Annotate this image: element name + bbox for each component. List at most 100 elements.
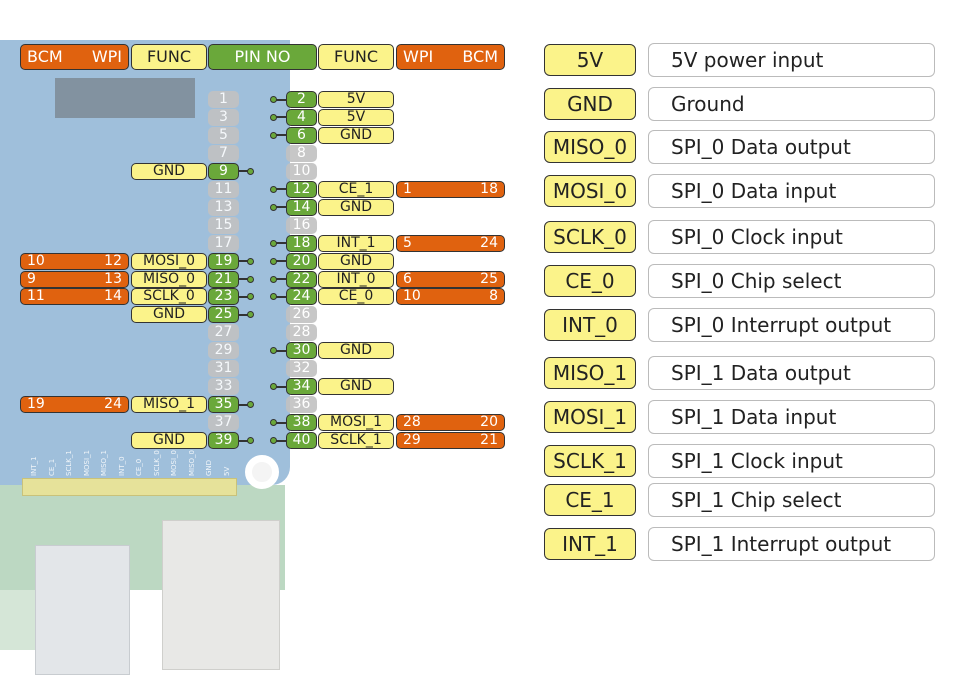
board-silk-label: INT_1 xyxy=(30,456,38,476)
pin-connector xyxy=(276,134,286,137)
pin-header-dot xyxy=(270,383,277,391)
header-left-bcm-wpi: BCM WPI xyxy=(20,44,129,70)
header-left-wpi: WPI xyxy=(91,47,122,66)
pin-bcm: 11 xyxy=(27,288,45,305)
pin-19: 19 xyxy=(208,252,239,270)
header-left-func: FUNC xyxy=(131,44,207,70)
header-left-bcm: BCM xyxy=(27,47,63,66)
pin-8: 8 xyxy=(286,144,317,162)
pin-connector xyxy=(276,295,286,298)
board-silk-label: MISO_1 xyxy=(100,449,108,476)
pin-header-dot xyxy=(270,96,277,103)
pin-header-dot xyxy=(270,347,277,355)
pin-23: 23 xyxy=(208,288,239,306)
pin-connector xyxy=(276,242,286,245)
legend-signal-description: Ground xyxy=(648,87,935,121)
pin-30: 30 xyxy=(286,342,317,360)
pin-3: 3 xyxy=(208,108,239,126)
pin-func-12: CE_1 xyxy=(318,180,394,198)
legend-signal-description: SPI_1 Data input xyxy=(648,400,935,434)
pin-func-4: 5V xyxy=(318,108,394,126)
legend-signal-description: SPI_1 Clock input xyxy=(648,444,935,478)
pin-func-9: GND xyxy=(131,162,207,180)
pin-10: 10 xyxy=(286,162,317,180)
legend-signal-description: SPI_0 Interrupt output xyxy=(648,308,935,342)
pin-35: 35 xyxy=(208,396,239,414)
legend-signal-name: 5V xyxy=(544,44,636,76)
pin-func-23: SCLK_0 xyxy=(131,288,207,306)
pin-header-dot xyxy=(270,131,277,139)
legend-signal-description: SPI_1 Chip select xyxy=(648,483,935,517)
pin-18: 18 xyxy=(286,234,317,252)
pin-connector xyxy=(276,116,286,119)
legend-signal-name: INT_1 xyxy=(544,528,636,560)
legend-signal-name: SCLK_1 xyxy=(544,445,636,477)
board-silk-label: INT_0 xyxy=(117,456,126,476)
pin-wpi: 12 xyxy=(104,252,122,269)
pin-header-dot xyxy=(247,293,254,301)
pin-connector xyxy=(276,260,286,263)
board-header-strip xyxy=(22,478,237,496)
header-right-wpi-bcm: WPI BCM xyxy=(396,44,505,70)
pin-func-30: GND xyxy=(318,342,394,360)
board-silk-label: 5V xyxy=(222,466,231,476)
pin-13: 13 xyxy=(208,198,239,216)
pin-wpi: 28 xyxy=(403,414,421,431)
legend-signal-description: SPI_0 Chip select xyxy=(648,264,935,298)
legend-signal-name: MOSI_0 xyxy=(544,175,636,207)
pin-header-dot xyxy=(270,293,277,301)
pin-func-6: GND xyxy=(318,126,394,144)
pin-func-20: GND xyxy=(318,252,394,270)
pin-func-21: MISO_0 xyxy=(131,270,207,288)
pin-wpi: 5 xyxy=(403,234,412,251)
pin-func-2: 5V xyxy=(318,91,394,108)
pin-header-dot xyxy=(247,437,254,445)
board-silk-label: MOSI_1 xyxy=(82,449,91,476)
pin-20: 20 xyxy=(286,252,317,270)
pin-connector xyxy=(239,403,249,406)
legend-signal-name: CE_0 xyxy=(544,265,636,297)
board-silk-label: SCLK_0 xyxy=(152,450,161,476)
legend-signal-name: GND xyxy=(544,88,636,120)
pin-connector xyxy=(276,349,286,352)
board-chip xyxy=(55,78,195,118)
pin-11: 11 xyxy=(208,180,239,198)
pin-header-dot xyxy=(247,311,254,319)
pin-14: 14 xyxy=(286,198,317,216)
pin-header-dot xyxy=(247,275,254,283)
pin-connector xyxy=(276,98,286,101)
pin-22: 22 xyxy=(286,270,317,288)
usb-port xyxy=(35,545,130,675)
pin-func-39: GND xyxy=(131,432,207,450)
pin-func-18: INT_1 xyxy=(318,234,394,252)
legend-signal-name: MOSI_1 xyxy=(544,401,636,433)
legend-signal-name: SCLK_0 xyxy=(544,221,636,253)
legend-signal-name: INT_0 xyxy=(544,309,636,341)
pin-connector xyxy=(276,206,286,209)
pin-header-dot xyxy=(270,203,277,211)
header-right-func: FUNC xyxy=(318,44,394,70)
pin-header-dot xyxy=(270,239,277,247)
pin-21: 21 xyxy=(208,270,239,288)
pin-bcm: 18 xyxy=(480,180,498,197)
pin-func-22: INT_0 xyxy=(318,270,394,288)
pin-bcm: 19 xyxy=(27,396,45,413)
pin-func-35: MISO_1 xyxy=(131,396,207,414)
legend-signal-description: SPI_1 Data output xyxy=(648,356,935,390)
pin-27: 27 xyxy=(208,324,239,342)
mounting-hole xyxy=(245,455,279,489)
pin-connector xyxy=(276,188,286,191)
pin-func-38: MOSI_1 xyxy=(318,414,394,432)
pin-connector xyxy=(276,278,286,280)
pin-func-14: GND xyxy=(318,198,394,216)
header-right-wpi: WPI xyxy=(403,47,434,66)
pin-1: 1 xyxy=(208,91,239,108)
board-silk-label: SCLK_1 xyxy=(65,450,73,476)
